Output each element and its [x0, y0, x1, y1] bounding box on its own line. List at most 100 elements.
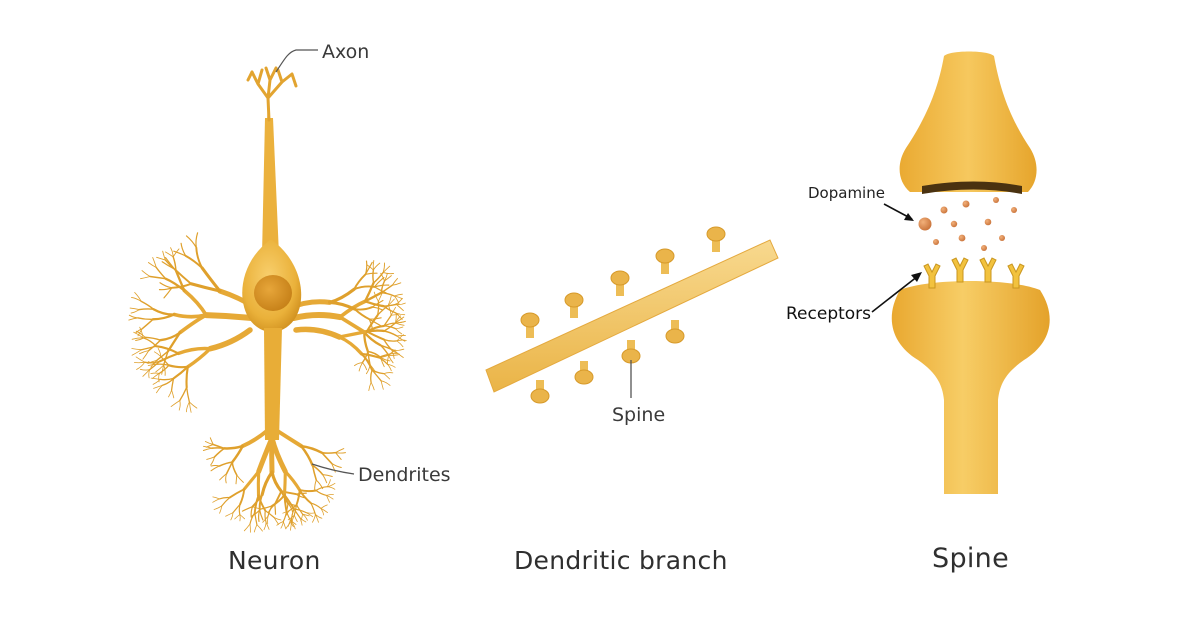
dendrite-branch — [369, 382, 371, 390]
dendrite-branch — [130, 308, 139, 310]
dendrite-branch — [211, 466, 219, 467]
dendrite-branch — [142, 346, 157, 350]
dendrite-branch — [166, 252, 174, 257]
dendrite-branch — [381, 293, 394, 296]
dendrite-branch — [160, 378, 173, 379]
dendritic-branch-title: Dendritic branch — [514, 548, 728, 573]
dendrite-branch — [389, 355, 394, 363]
dendrite-branch — [226, 474, 227, 483]
spine-top-4-head — [707, 227, 725, 241]
dopamine-molecule-2 — [963, 201, 970, 208]
dendrite-branch — [384, 331, 397, 336]
dendrite-branch — [187, 236, 197, 248]
dendrite-branch — [134, 362, 144, 363]
dendrite-branch — [321, 505, 327, 509]
dendrite-branch — [244, 472, 259, 490]
dendritic-branch-illustration — [486, 227, 778, 403]
dendrite-branch — [371, 382, 374, 390]
dendrite-branch — [138, 318, 153, 319]
dendrite-branch — [211, 466, 220, 471]
dendrite-branch — [180, 387, 187, 400]
dendrite-branch — [207, 457, 215, 460]
dendrite-branch — [132, 350, 142, 356]
dendrite-branch — [381, 381, 383, 390]
dendrite-trunk — [264, 328, 282, 440]
dendrite-branch — [152, 373, 159, 378]
dendrite-branch — [312, 514, 315, 522]
postsynaptic-spine-head — [892, 281, 1050, 494]
dendrite-branch — [189, 402, 197, 408]
dendrite-branch — [171, 401, 180, 407]
dendrite-branch — [396, 327, 403, 329]
spine-title: Spine — [932, 545, 1009, 572]
dendrite-branch — [373, 261, 374, 270]
dendrite-branch — [131, 310, 139, 314]
dendrite-branch — [163, 251, 166, 260]
spine-bottom-0-head — [531, 389, 549, 403]
dendrite-branch — [294, 315, 340, 318]
dendrite-branch — [327, 487, 335, 490]
dendrite-branch — [275, 505, 276, 515]
dopamine-molecule-0 — [919, 218, 932, 231]
dendrite-branch — [174, 315, 206, 317]
spine-top-2-head — [611, 271, 629, 285]
dendrite-branch — [139, 309, 153, 310]
dendrite-branch — [187, 387, 190, 402]
dopamine-arrowhead — [904, 213, 914, 221]
dendrite-branch — [283, 522, 286, 529]
dendrite-branch — [340, 317, 364, 332]
dendrite-branch — [265, 511, 266, 523]
dendrite-branch — [210, 330, 250, 349]
dendrite-branch — [336, 449, 344, 453]
dendrite-branch — [387, 355, 388, 364]
axon-leader-line — [276, 50, 318, 72]
dendrite-branch — [243, 430, 268, 446]
dendrite-branch — [294, 515, 297, 521]
dopamine-molecule-8 — [999, 235, 1005, 241]
neuron-title: Neuron — [228, 548, 321, 573]
dendrite-branch — [373, 270, 374, 283]
dendrite-branch — [203, 448, 211, 450]
dendrite-branch — [196, 233, 198, 248]
spine-top-0-head — [521, 313, 539, 327]
dendrite-branch — [159, 373, 160, 382]
spine-top-3-head — [656, 249, 674, 263]
dopamine-molecule-5 — [985, 219, 992, 226]
dendrite-branch — [154, 309, 175, 314]
dendrite-branch — [187, 367, 188, 388]
dendrites-label: Dendrites — [358, 466, 451, 485]
dendrite-branch — [226, 513, 233, 517]
dendrite-branch — [316, 491, 326, 496]
dendrite-branch — [262, 472, 272, 495]
dendrite-branch — [322, 453, 332, 464]
axon-label: Axon — [322, 43, 369, 62]
dendrite-branch — [397, 341, 403, 347]
dendrite-branch — [235, 515, 240, 520]
dopamine-molecule-1 — [941, 207, 948, 214]
dendrite-branch — [396, 304, 403, 310]
dendrite-branch — [316, 480, 322, 489]
dendrite-branch — [296, 329, 339, 337]
dendrite-branch — [384, 374, 390, 379]
dendrite-branch — [156, 364, 169, 365]
dopamine-molecule-4 — [951, 221, 957, 227]
dopamine-label: Dopamine — [808, 186, 885, 201]
spine-label: Spine — [612, 406, 665, 425]
cell-nucleus — [254, 275, 292, 311]
dendrite-branch — [151, 373, 160, 374]
dendrite-branch — [169, 390, 172, 397]
dendrite-branch — [260, 510, 263, 520]
dopamine-molecule-3 — [993, 197, 999, 203]
dendrite-branch — [254, 525, 257, 532]
dendrite-branch — [322, 453, 336, 454]
dendrite-branch — [394, 294, 402, 296]
dendrite-branch — [396, 329, 402, 334]
dendrite-branch — [237, 475, 244, 482]
dendrite-branch — [214, 506, 222, 510]
dendrite-branch — [373, 263, 379, 270]
dendrite-branch — [396, 323, 404, 325]
dendrite-branch — [285, 472, 299, 491]
receptors-label: Receptors — [786, 306, 871, 323]
dendrite-branch — [236, 475, 237, 484]
